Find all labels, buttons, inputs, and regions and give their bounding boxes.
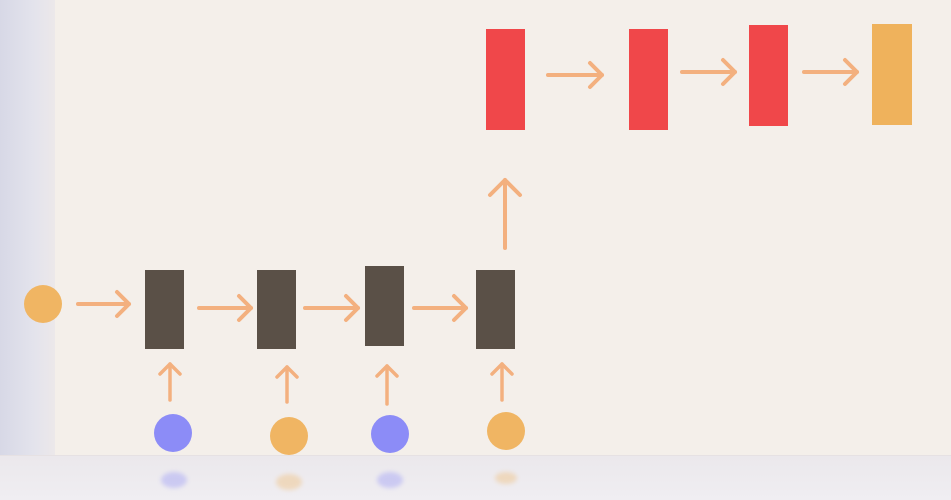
right-arrow-icon bbox=[546, 61, 604, 89]
input-token-orange bbox=[487, 412, 525, 450]
right-arrow-icon bbox=[412, 294, 468, 322]
right-arrow-icon bbox=[76, 290, 131, 318]
encoder-block bbox=[476, 270, 515, 349]
output-block bbox=[872, 24, 912, 125]
left-side-panel bbox=[0, 0, 55, 500]
encoder-block bbox=[145, 270, 184, 349]
encoder-block bbox=[365, 266, 404, 346]
right-arrow-icon bbox=[303, 294, 360, 322]
decoder-arrows bbox=[546, 58, 859, 89]
encoder-arrows bbox=[76, 290, 468, 322]
initial-state-token bbox=[24, 285, 62, 323]
up-arrow-icon bbox=[488, 178, 522, 250]
up-arrow-icon bbox=[275, 365, 299, 404]
decoder-block bbox=[486, 29, 525, 130]
decoder-block bbox=[629, 29, 668, 130]
up-arrow-icon bbox=[490, 362, 514, 402]
input-token-orange bbox=[270, 417, 308, 455]
right-arrow-icon bbox=[197, 294, 253, 322]
right-arrow-icon bbox=[680, 58, 737, 86]
up-arrow-icon bbox=[158, 362, 182, 402]
token-reflections bbox=[161, 472, 517, 490]
decoder-block bbox=[749, 25, 788, 126]
floor-reflection-strip bbox=[0, 455, 951, 500]
encoder-block bbox=[257, 270, 296, 349]
input-tokens bbox=[154, 412, 525, 455]
decoder-blocks bbox=[486, 25, 788, 130]
context-arrow bbox=[488, 178, 522, 250]
encoder-blocks bbox=[145, 266, 515, 349]
input-token-blue bbox=[154, 414, 192, 452]
input-arrows bbox=[158, 362, 514, 406]
input-token-blue bbox=[371, 415, 409, 453]
up-arrow-icon bbox=[375, 364, 399, 406]
right-arrow-icon bbox=[802, 58, 859, 86]
